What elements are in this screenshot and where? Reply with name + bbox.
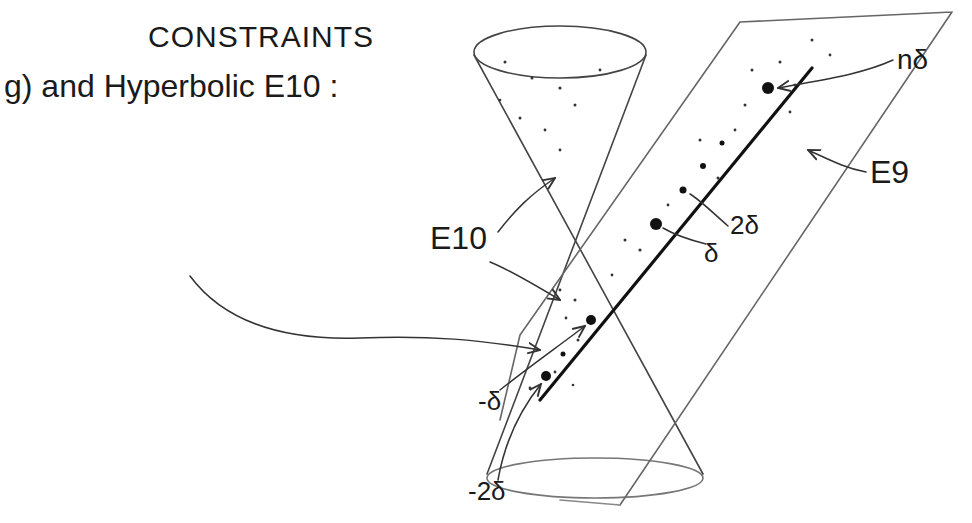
heading-line: g) and Hyperbolic E10 : — [4, 70, 338, 102]
root-dots — [541, 82, 774, 381]
scatter-dots — [499, 39, 832, 390]
cone-rim — [487, 458, 703, 498]
root-label: 2δ — [730, 212, 759, 238]
hyperplane — [500, 12, 952, 505]
root-line — [540, 68, 812, 400]
leader-lines — [190, 60, 893, 480]
cone-edge — [474, 55, 703, 474]
root-label: -δ — [478, 388, 501, 414]
root-label: δ — [704, 240, 718, 266]
cone-edge — [487, 55, 646, 474]
root-label: nδ — [897, 46, 928, 74]
title: CONSTRAINTS — [148, 22, 374, 52]
root-label: -2δ — [468, 478, 506, 504]
algebra-label: E9 — [870, 156, 909, 188]
cone-rim — [474, 26, 646, 78]
algebra-label: E10 — [430, 222, 487, 254]
hyperplane — [560, 500, 620, 505]
